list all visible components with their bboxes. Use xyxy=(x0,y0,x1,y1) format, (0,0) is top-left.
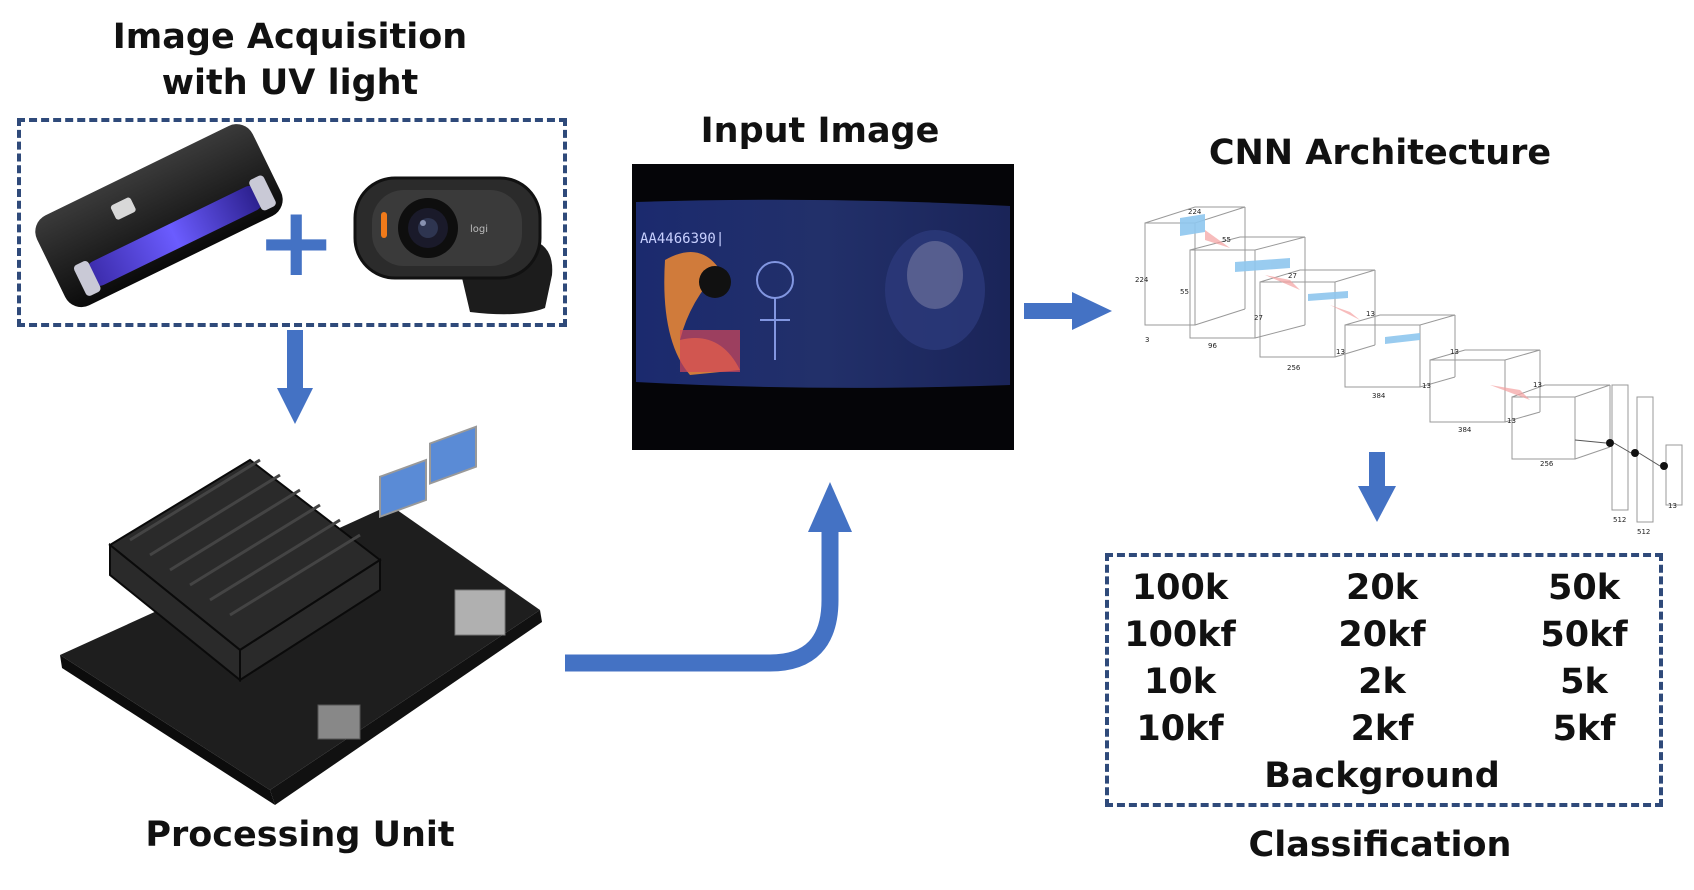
class-label: 10kf xyxy=(1136,709,1224,749)
cnn-label: 13 xyxy=(1450,348,1459,356)
class-label: 20k xyxy=(1346,568,1418,608)
input-image-title: Input Image xyxy=(700,111,940,151)
down-arrow-icon xyxy=(277,330,313,424)
acquisition-title-line1: Image Acquisition xyxy=(112,17,468,57)
cnn-label: 27 xyxy=(1288,272,1297,280)
acquisition-title: Image Acquisition with UV light xyxy=(40,14,540,106)
class-label: 100k xyxy=(1131,568,1229,608)
processing-title: Processing Unit xyxy=(145,815,455,855)
banknote-serial-text: AA4466390| xyxy=(640,231,724,247)
cnn-label: 13 xyxy=(1336,348,1345,356)
cnn-label: 13 xyxy=(1507,417,1516,425)
curved-arrow-icon xyxy=(565,482,852,672)
cnn-label: 224 xyxy=(1188,208,1202,216)
cnn-label: 13 xyxy=(1668,502,1677,510)
cnn-label: 3 xyxy=(1145,336,1150,344)
cnn-label: 224 xyxy=(1135,276,1149,284)
class-label: 50kf xyxy=(1540,615,1628,655)
class-label: 10k xyxy=(1144,662,1216,702)
cnn-label: 384 xyxy=(1372,392,1386,400)
cnn-label: 13 xyxy=(1366,310,1375,318)
class-label: 20kf xyxy=(1338,615,1426,655)
down-arrow-icon xyxy=(1358,452,1396,522)
cnn-label: 96 xyxy=(1208,342,1217,350)
acquisition-title-line2: with UV light xyxy=(161,63,419,103)
class-label: 2k xyxy=(1358,662,1406,702)
cnn-label: 384 xyxy=(1458,426,1472,434)
right-arrow-icon xyxy=(1024,292,1112,330)
classification-title: Classification xyxy=(1248,825,1512,865)
class-label: 2kf xyxy=(1350,709,1414,749)
cnn-label: 13 xyxy=(1422,382,1431,390)
cnn-label: 256 xyxy=(1540,460,1554,468)
cnn-label: 55 xyxy=(1180,288,1189,296)
class-label: 50k xyxy=(1548,568,1620,608)
class-label: 5k xyxy=(1560,662,1608,702)
class-label: 5kf xyxy=(1552,709,1616,749)
cnn-title: CNN Architecture xyxy=(1208,133,1552,173)
cnn-label: 55 xyxy=(1222,236,1231,244)
cnn-label: 512 xyxy=(1637,528,1651,536)
plus-icon: + xyxy=(256,186,337,298)
cnn-label: 13 xyxy=(1533,381,1542,389)
cnn-label: 256 xyxy=(1287,364,1301,372)
cnn-label: 512 xyxy=(1613,516,1627,524)
class-label: 100kf xyxy=(1124,615,1236,655)
cnn-label: 27 xyxy=(1254,314,1263,322)
classification-box xyxy=(1105,553,1663,807)
class-label-background: Background xyxy=(1264,756,1500,796)
acquisition-box xyxy=(17,118,567,327)
